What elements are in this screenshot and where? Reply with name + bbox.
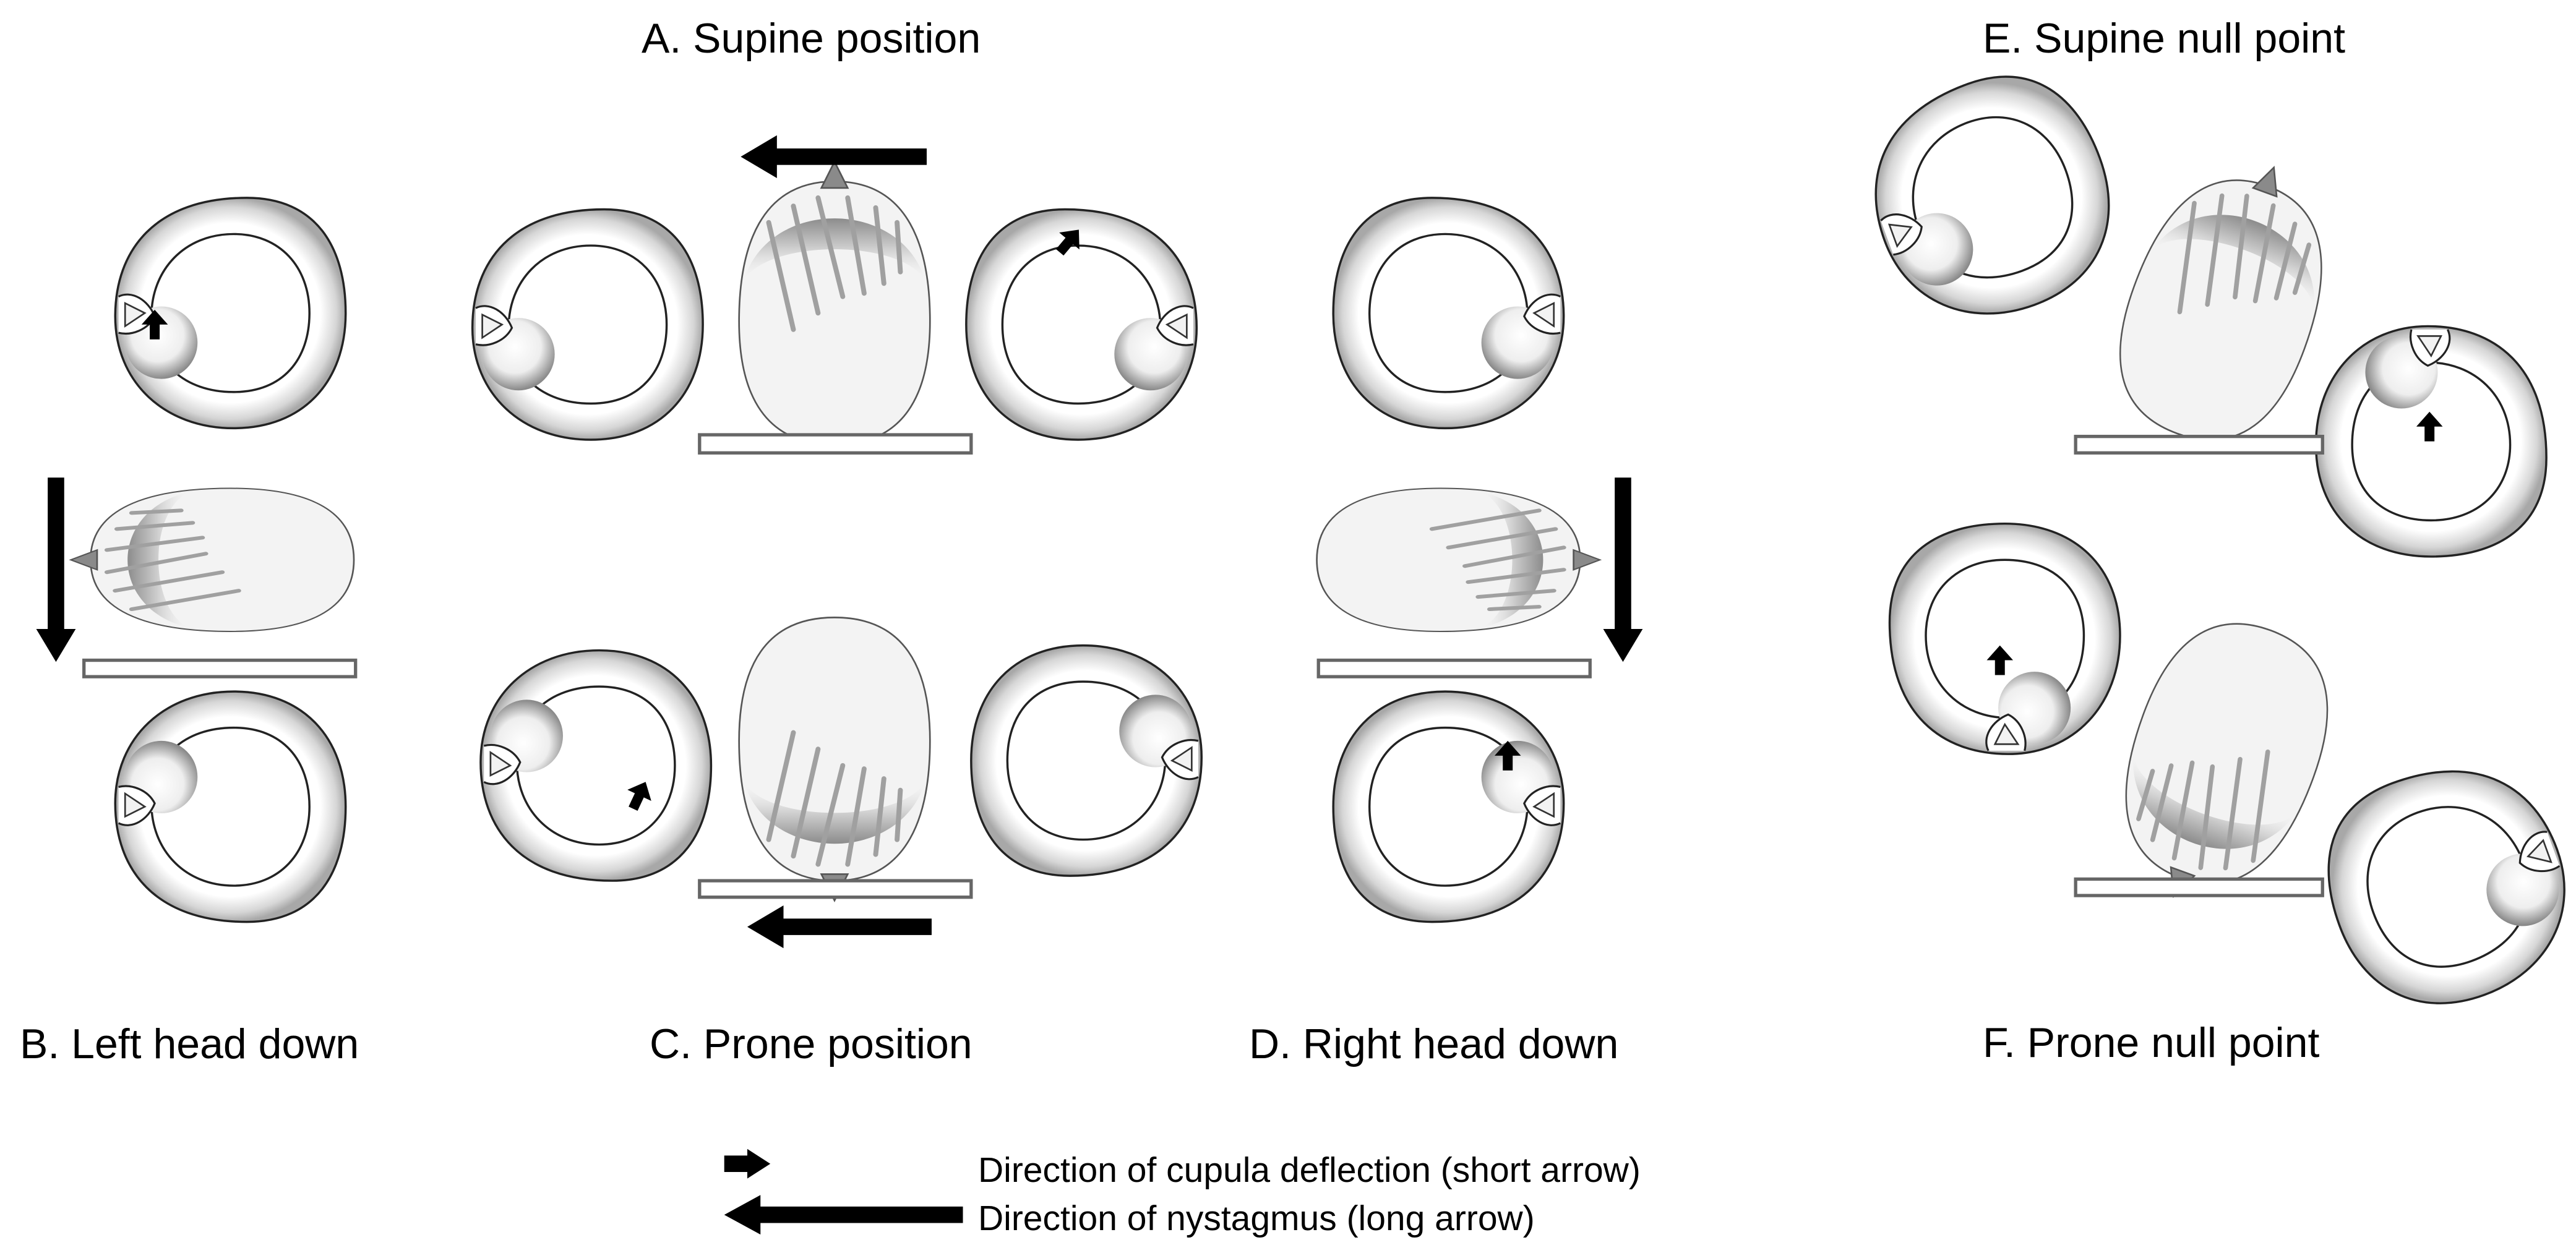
- long-arrow-icon: [747, 905, 932, 949]
- upper-canal: [1332, 197, 1565, 430]
- head-icon: [739, 617, 930, 900]
- right-canal: [965, 208, 1198, 441]
- table: [82, 658, 358, 678]
- panel-f-title: F. Prone null point: [1983, 1019, 2320, 1066]
- head-icon: [739, 161, 930, 445]
- upper-canal: [114, 197, 347, 430]
- panel-b-title: B. Left head down: [20, 1020, 359, 1067]
- right-canal: [970, 644, 1203, 877]
- table: [698, 433, 973, 455]
- panel-b-left-head-down: [36, 197, 358, 923]
- legend-long-arrow-label: Direction of nystagmus (long arrow): [978, 1199, 1535, 1238]
- panel-d-right-head-down: [1316, 197, 1643, 923]
- panel-f-prone-null-point: [1888, 522, 2576, 1035]
- head-icon: [1317, 489, 1600, 631]
- panel-d-title: D. Right head down: [1249, 1020, 1619, 1067]
- long-arrow-icon: [36, 477, 76, 662]
- panel-a-supine: [471, 135, 1198, 455]
- head-icon: [71, 489, 354, 631]
- legend-short-arrow-label: Direction of cupula deflection (short ar…: [978, 1150, 1641, 1190]
- table: [2074, 435, 2324, 455]
- long-arrow-icon: [1603, 477, 1643, 662]
- panel-c-title: C. Prone position: [650, 1020, 972, 1067]
- panel-a-title: A. Supine position: [642, 15, 981, 62]
- long-arrow-icon: [741, 135, 927, 178]
- upper-canal: [1843, 49, 2140, 347]
- panel-e-title: E. Supine null point: [1983, 15, 2345, 62]
- table: [1316, 658, 1592, 678]
- panel-c-prone: [479, 617, 1203, 949]
- table: [698, 879, 973, 899]
- short-arrow-icon: [1986, 645, 2014, 675]
- short-arrow-icon: [621, 776, 658, 815]
- left-canal: [479, 649, 713, 882]
- legend-long-arrow-icon: [724, 1195, 963, 1235]
- left-canal: [471, 208, 704, 441]
- lower-canal: [2299, 737, 2576, 1035]
- legend-short-arrow-icon: [724, 1148, 771, 1179]
- lower-canal: [1332, 690, 1565, 923]
- short-arrow-icon: [2416, 411, 2443, 442]
- table: [2074, 877, 2324, 897]
- upper-canal: [1888, 522, 2121, 755]
- panel-e-supine-null-point: [1843, 49, 2548, 558]
- lower-canal: [114, 690, 347, 923]
